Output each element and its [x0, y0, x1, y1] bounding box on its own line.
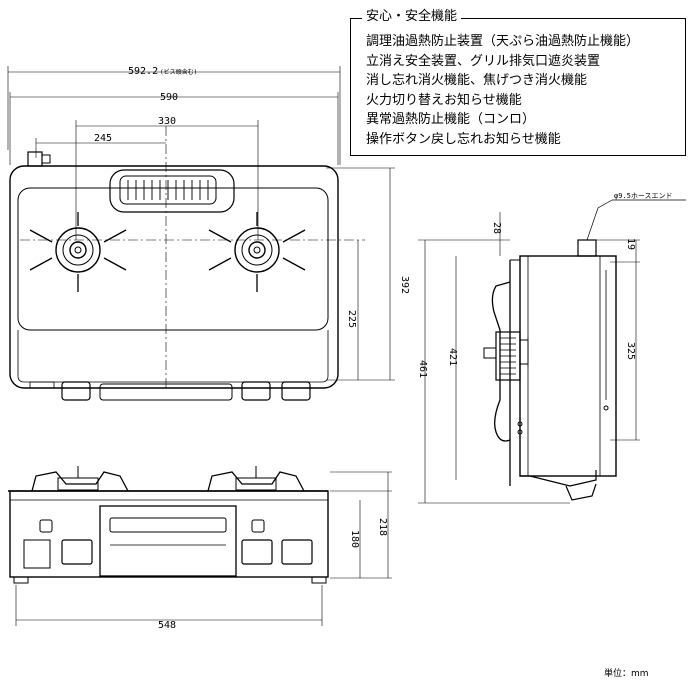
dim-461: 461: [417, 360, 428, 378]
safety-features-list: 調理油過熱防止装置（天ぷら油過熱防止機能） 立消え安全装置、グリル排気口遮炎装置…: [366, 32, 639, 149]
feature-item: 立消え安全装置、グリル排気口遮炎装置: [366, 53, 601, 69]
front-view: [8, 466, 392, 626]
dim-19: 19: [625, 238, 636, 250]
feature-item: 消し忘れ消火機能、焦げつき消火機能: [366, 73, 588, 88]
right-burner-top: [208, 212, 306, 292]
dim-392: 392: [399, 276, 410, 294]
dim-28: 28: [491, 222, 502, 234]
top-view: [7, 66, 395, 401]
feature-item: 調理油過熱防止装置（天ぷら油過熱防止機能）: [366, 34, 640, 49]
dim-590: 590: [160, 92, 178, 103]
safety-features-title: 安心・安全機能: [362, 9, 462, 25]
dim-218: 218: [377, 518, 388, 536]
feature-item: 操作ボタン戻し忘れお知らせ機能: [366, 131, 561, 147]
safety-features-box: [350, 18, 686, 156]
dim-330: 330: [158, 116, 176, 127]
unit-label: 単位：mm: [604, 669, 649, 679]
dim-592-2-note: (ビス頭含む): [160, 68, 197, 76]
dim-548: 548: [158, 620, 176, 631]
dim-245: 245: [94, 133, 112, 144]
dim-225: 225: [346, 310, 357, 328]
dim-421: 421: [447, 348, 458, 366]
feature-item: 火力切り替えお知らせ機能: [366, 92, 522, 108]
side-view: [418, 199, 686, 504]
dim-592-2: 592.2: [128, 66, 158, 77]
dim-325: 325: [625, 342, 636, 360]
hose-end-label: φ9.5ホースエンド: [614, 192, 673, 200]
left-burner-top: [29, 212, 127, 292]
dim-180: 180: [349, 530, 360, 548]
feature-item: 異常過熱防止機能（コンロ）: [366, 112, 536, 127]
